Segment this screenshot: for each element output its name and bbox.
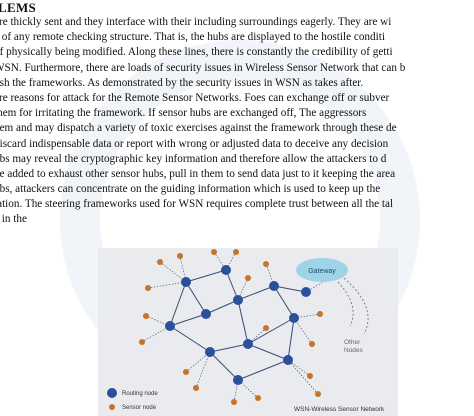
text-line: them for irritating the framework. If se… bbox=[0, 107, 367, 120]
network-link bbox=[273, 285, 295, 319]
routing-node bbox=[269, 281, 279, 291]
text-line: tation. The steering frameworks used for… bbox=[0, 198, 394, 211]
other-nodes-label-line1: Other bbox=[344, 339, 361, 346]
sensor-node bbox=[231, 399, 237, 405]
body-paragraph: are thickly sent and they interface with… bbox=[0, 15, 474, 228]
network-link bbox=[225, 251, 237, 271]
sensor-node bbox=[309, 341, 315, 347]
section-heading: LEMS bbox=[0, 0, 37, 15]
text-line: hem and may dispatch a variety of toxic … bbox=[0, 122, 397, 135]
sensor-node bbox=[315, 391, 321, 397]
text-line: are reasons for attack for the Remote Se… bbox=[0, 91, 390, 104]
wsn-diagram: Gateway Other Nodes Routing node Sensor … bbox=[107, 249, 385, 413]
text-line: e of any remote checking structure. That… bbox=[0, 31, 385, 44]
routing-node bbox=[233, 295, 243, 305]
sensor-node bbox=[307, 373, 313, 379]
network-link bbox=[287, 317, 295, 361]
text-line: a in the bbox=[0, 213, 27, 226]
routing-node bbox=[181, 277, 191, 287]
sensor-node bbox=[139, 339, 145, 345]
network-link bbox=[169, 313, 207, 327]
network-link bbox=[265, 263, 275, 287]
sensor-node bbox=[233, 249, 239, 255]
network-link bbox=[205, 299, 239, 315]
gateway-label: Gateway bbox=[308, 268, 336, 275]
routing-node bbox=[233, 375, 243, 385]
network-link bbox=[141, 325, 171, 343]
network-link bbox=[293, 317, 313, 345]
network-link bbox=[169, 281, 187, 327]
network-link bbox=[237, 285, 275, 301]
network-link bbox=[225, 269, 239, 301]
text-line: be added to exhaust other sensor hubs, p… bbox=[0, 167, 396, 180]
network-link bbox=[209, 343, 249, 353]
routing-node bbox=[165, 321, 175, 331]
wsn-figure: Gateway Other Nodes Routing node Sensor … bbox=[98, 248, 398, 416]
network-link bbox=[287, 359, 319, 395]
network-link bbox=[169, 325, 211, 353]
sensor-node bbox=[245, 275, 251, 281]
sensor-node bbox=[211, 249, 217, 255]
sensor-node bbox=[263, 325, 269, 331]
sensor-node bbox=[317, 311, 323, 317]
routing-node bbox=[201, 309, 211, 319]
sensor-node bbox=[157, 259, 163, 265]
sensor-node bbox=[145, 285, 151, 291]
gateway-link bbox=[337, 281, 354, 327]
network-link bbox=[195, 351, 211, 389]
gateway-node bbox=[296, 258, 348, 282]
legend-sensor-label: Sensor node bbox=[122, 405, 157, 411]
network-link bbox=[273, 285, 307, 293]
network-link bbox=[247, 343, 289, 361]
legend-routing-icon bbox=[107, 388, 117, 398]
other-nodes-label-line2: Nodes bbox=[344, 347, 364, 354]
sensor-node bbox=[177, 253, 183, 259]
network-link bbox=[147, 281, 187, 289]
network-link bbox=[185, 269, 227, 283]
text-line: ubs may reveal the cryptographic key inf… bbox=[0, 152, 387, 165]
text-line: WSN. Furthermore, there are loads of sec… bbox=[0, 61, 406, 74]
network-link bbox=[185, 281, 207, 315]
network-link bbox=[247, 327, 267, 345]
sensor-node bbox=[255, 395, 261, 401]
routing-node bbox=[301, 287, 311, 297]
gateway-link bbox=[343, 277, 369, 335]
network-link bbox=[209, 351, 239, 381]
legend-routing-label: Routing node bbox=[122, 391, 158, 397]
routing-node bbox=[221, 265, 231, 275]
figure-caption: WSN-Wireless Sensor Network bbox=[294, 406, 385, 413]
sensor-node bbox=[143, 313, 149, 319]
routing-node bbox=[289, 313, 299, 323]
text-line: discard indispensable data or report wit… bbox=[0, 137, 389, 150]
routing-node bbox=[283, 355, 293, 365]
text-line: ubs, attackers can concentrate on the gu… bbox=[0, 183, 381, 196]
network-link bbox=[185, 351, 211, 373]
text-line: ush the frameworks. As demonstrated by t… bbox=[0, 76, 364, 89]
text-line: are thickly sent and they interface with… bbox=[0, 16, 392, 28]
routing-node bbox=[243, 339, 253, 349]
network-link bbox=[237, 359, 289, 381]
sensor-node bbox=[263, 261, 269, 267]
sensor-node bbox=[183, 369, 189, 375]
text-line: of physically being modified. Along thes… bbox=[0, 46, 393, 59]
network-link bbox=[247, 317, 295, 345]
network-link bbox=[237, 277, 249, 301]
sensor-node bbox=[193, 385, 199, 391]
network-link bbox=[159, 261, 187, 283]
routing-node bbox=[205, 347, 215, 357]
legend-sensor-icon bbox=[109, 404, 115, 410]
network-link bbox=[237, 299, 249, 345]
